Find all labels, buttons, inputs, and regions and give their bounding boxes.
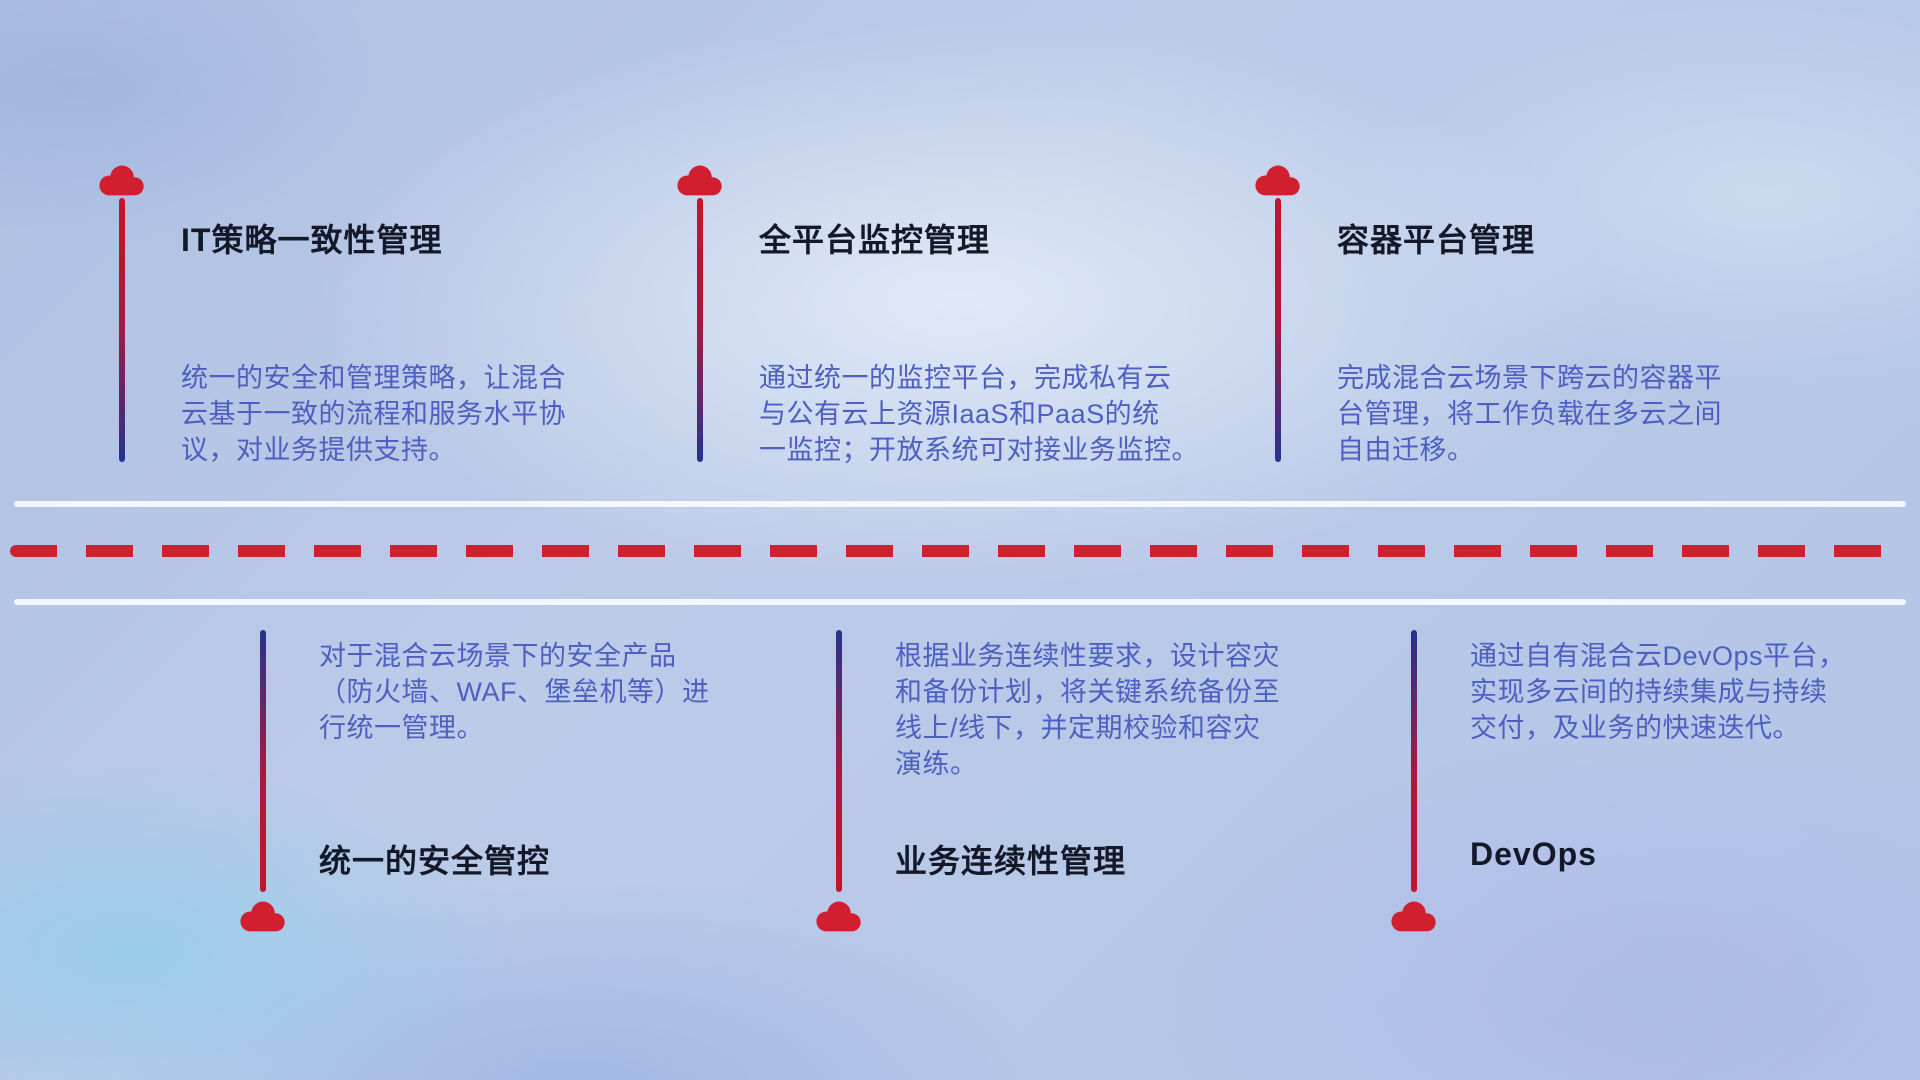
timeline-stem bbox=[260, 630, 266, 892]
item-title: 容器平台管理 bbox=[1337, 222, 1536, 258]
timeline-stem bbox=[1275, 198, 1281, 462]
item-title: DevOps bbox=[1470, 836, 1597, 872]
cloud-icon bbox=[1250, 160, 1306, 200]
cloud-icon bbox=[94, 160, 150, 200]
item-title: 业务连续性管理 bbox=[895, 843, 1127, 879]
divider-dashed-line bbox=[10, 545, 1910, 557]
item-title: 统一的安全管控 bbox=[319, 843, 551, 879]
timeline-item-it-policy: IT策略一致性管理 统一的安全和管理策略，让混合 云基于一致的流程和服务水平协 … bbox=[94, 160, 669, 480]
item-description: 通过自有混合云DevOps平台， 实现多云间的持续集成与持续 交付，及业务的快速… bbox=[1470, 641, 1846, 743]
cloud-icon bbox=[1386, 896, 1442, 936]
timeline-stem bbox=[697, 198, 703, 462]
divider-solid-line-bottom bbox=[14, 599, 1906, 605]
timeline-item-container-platform: 容器平台管理 完成混合云场景下跨云的容器平 台管理，将工作负载在多云之间 自由迁… bbox=[1250, 160, 1825, 480]
timeline-item-monitoring: 全平台监控管理 通过统一的监控平台，完成私有云 与公有云上资源IaaS和PaaS… bbox=[672, 160, 1247, 480]
cloud-icon bbox=[672, 160, 728, 200]
timeline-stem bbox=[1411, 630, 1417, 892]
item-title: IT策略一致性管理 bbox=[181, 222, 443, 258]
item-description: 通过统一的监控平台，完成私有云 与公有云上资源IaaS和PaaS的统 一监控；开… bbox=[759, 363, 1199, 465]
timeline-stem bbox=[119, 198, 125, 462]
timeline-item-devops: 通过自有混合云DevOps平台， 实现多云间的持续集成与持续 交付，及业务的快速… bbox=[1386, 630, 1920, 960]
item-description: 对于混合云场景下的安全产品 （防火墙、WAF、堡垒机等）进 行统一管理。 bbox=[319, 641, 710, 743]
cloud-icon bbox=[811, 896, 867, 936]
item-title: 全平台监控管理 bbox=[759, 222, 991, 258]
timeline-item-business-continuity: 根据业务连续性要求，设计容灾 和备份计划，将关键系统备份至 线上/线下，并定期校… bbox=[811, 630, 1386, 960]
timeline-item-security-control: 对于混合云场景下的安全产品 （防火墙、WAF、堡垒机等）进 行统一管理。 统一的… bbox=[235, 630, 810, 960]
item-description: 完成混合云场景下跨云的容器平 台管理，将工作负载在多云之间 自由迁移。 bbox=[1337, 363, 1722, 465]
item-description: 根据业务连续性要求，设计容灾 和备份计划，将关键系统备份至 线上/线下，并定期校… bbox=[895, 641, 1280, 779]
item-description: 统一的安全和管理策略，让混合 云基于一致的流程和服务水平协 议，对业务提供支持。 bbox=[181, 363, 566, 465]
cloud-icon bbox=[235, 896, 291, 936]
divider-solid-line-top bbox=[14, 501, 1906, 507]
timeline-stem bbox=[836, 630, 842, 892]
